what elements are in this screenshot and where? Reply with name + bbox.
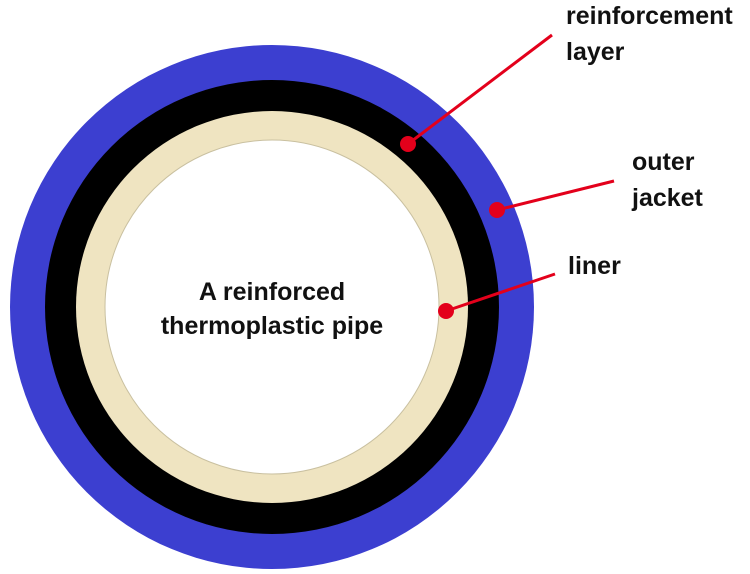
reinforcement-label-line2: layer [566, 38, 625, 66]
outer-jacket-label-line2: jacket [631, 184, 704, 212]
callout-reinforcement-layer: reinforcement layer [400, 2, 733, 152]
pipe-bore [104, 139, 440, 475]
callout-line-liner [445, 272, 556, 313]
center-label-line1: A reinforced [199, 278, 345, 306]
reinforcement-label-line1: reinforcement [566, 2, 733, 30]
callout-line-reinforcement [407, 33, 553, 146]
callout-dot-outer-jacket [489, 202, 505, 218]
outer-jacket-label-line1: outer [632, 148, 695, 176]
callout-outer-jacket: outer jacket [489, 148, 704, 218]
callout-line-outer-jacket [496, 179, 615, 212]
callout-dot-reinforcement [400, 136, 416, 152]
liner-label: liner [568, 252, 621, 280]
callout-liner: liner [438, 252, 621, 319]
center-label-line2: thermoplastic pipe [161, 312, 383, 340]
callout-dot-liner [438, 303, 454, 319]
